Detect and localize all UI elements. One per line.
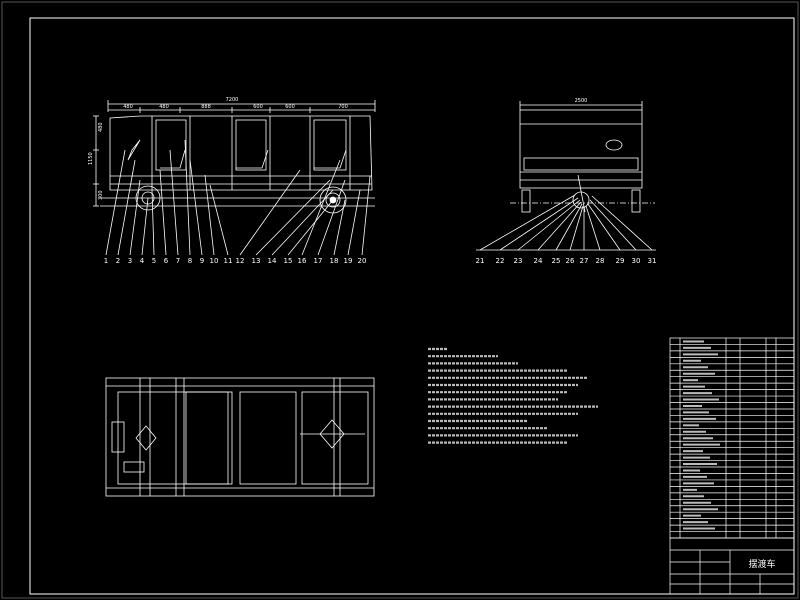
callout-number: 26	[566, 257, 575, 265]
callout-number: 12	[236, 257, 245, 265]
side-height-dim: 480	[98, 122, 104, 132]
callout-number: 21	[476, 257, 485, 265]
callout-number: 31	[648, 257, 657, 265]
inner-frame	[29, 17, 795, 595]
callout-number: 10	[210, 257, 219, 265]
callout-number: 28	[596, 257, 605, 265]
callout-number: 27	[580, 257, 589, 265]
end-overall-dim: 2500	[575, 98, 588, 104]
callout-number: 23	[514, 257, 523, 265]
callout-number: 11	[224, 257, 233, 265]
callout-number: 30	[632, 257, 641, 265]
side-segment-dim: 480	[123, 104, 133, 110]
side-segment-dims: 480 480 888 600 600 700	[123, 104, 348, 110]
callout-number: 3	[128, 257, 132, 265]
callout-number: 15	[284, 257, 293, 265]
side-segment-dim: 600	[253, 104, 263, 110]
end-view	[476, 101, 656, 251]
plan-view	[105, 377, 375, 497]
callout-number: 9	[200, 257, 204, 265]
callout-number: 6	[164, 257, 169, 265]
callout-number: 29	[616, 257, 625, 265]
side-segment-dim: 600	[285, 104, 295, 110]
title-block: 摆渡车	[748, 558, 775, 570]
callout-number: 19	[344, 257, 353, 265]
side-height-dim: 1150	[88, 152, 94, 165]
drawing-title: 摆渡车	[748, 558, 775, 570]
side-view	[93, 100, 376, 256]
callout-number: 22	[496, 257, 505, 265]
parts-list	[669, 337, 795, 595]
callout-number: 4	[140, 257, 145, 265]
callout-number: 20	[358, 257, 367, 265]
callout-number: 18	[330, 257, 339, 265]
callout-number: 24	[534, 257, 543, 265]
side-segment-dim: 480	[159, 104, 169, 110]
side-height-dim: 300	[98, 190, 104, 200]
end-callouts: 21 22 23 24 25 26 27 28 29 30 31	[476, 257, 657, 265]
side-segment-dim: 700	[338, 104, 348, 110]
technical-notes	[428, 347, 598, 444]
side-overall-dim: 7200	[226, 97, 239, 103]
side-height-dims: 480 1150 300	[88, 122, 104, 200]
callout-number: 7	[176, 257, 180, 265]
callout-number: 25	[552, 257, 561, 265]
callout-number: 1	[104, 257, 108, 265]
callout-number: 8	[188, 257, 192, 265]
callout-number: 14	[268, 257, 277, 265]
callout-number: 5	[152, 257, 156, 265]
callout-number: 16	[298, 257, 307, 265]
callout-number: 2	[116, 257, 120, 265]
callout-number: 13	[252, 257, 261, 265]
side-segment-dim: 888	[201, 104, 211, 110]
callout-number: 17	[314, 257, 323, 265]
